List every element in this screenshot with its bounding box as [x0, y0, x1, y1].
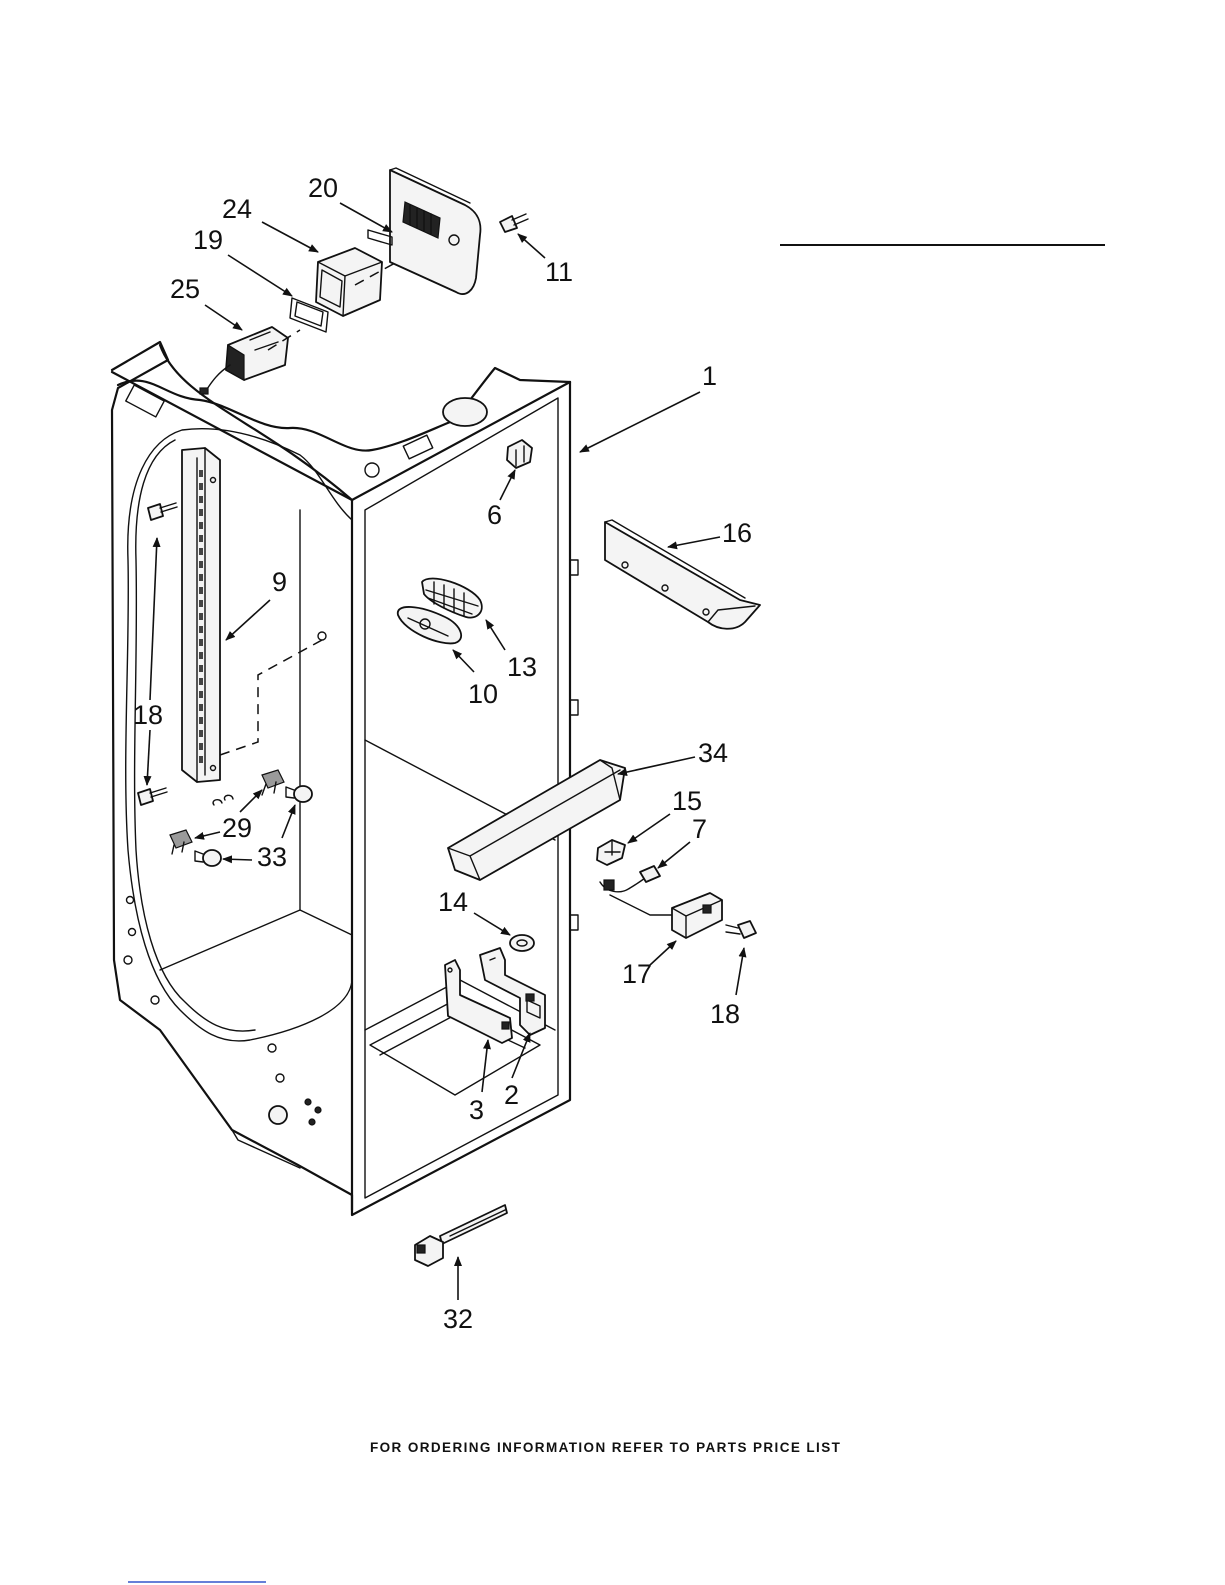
screw-part-18-lower: [138, 788, 167, 805]
cable-tie-part-32: [415, 1205, 507, 1266]
rail-slot: [199, 717, 203, 724]
callout-29: 29: [222, 813, 252, 843]
callout-7: 7: [692, 814, 707, 844]
callout-34: 34: [698, 738, 728, 768]
callout-33: 33: [257, 842, 287, 872]
grommet-part-14: [510, 935, 534, 951]
callout-20: 20: [308, 173, 338, 203]
callout-15: 15: [672, 786, 702, 816]
light-socket-part-29-lower: [170, 830, 192, 854]
damper-control-part-25: [200, 327, 300, 394]
rail-slot: [199, 587, 203, 594]
rail-slot: [199, 574, 203, 581]
light-bulb-part-33-lower: [195, 850, 221, 866]
callout-9: 9: [272, 567, 287, 597]
rail-slot: [199, 535, 203, 542]
air-duct-part-24: [316, 248, 395, 316]
rail-slot: [199, 756, 203, 763]
rail-slot: [199, 626, 203, 633]
wire-harness-part-7: [600, 866, 660, 892]
switch-part-17: [610, 893, 722, 938]
rail-slot: [199, 600, 203, 607]
rail-slot: [199, 483, 203, 490]
light-bulb-part-33-upper: [286, 786, 312, 802]
rail-slot: [199, 691, 203, 698]
rail-slot: [199, 730, 203, 737]
rail-slot: [199, 561, 203, 568]
rail-slot: [199, 665, 203, 672]
rail-slot: [199, 704, 203, 711]
footer-note: FOR ORDERING INFORMATION REFER TO PARTS …: [370, 1440, 841, 1455]
rail-slot: [199, 743, 203, 750]
light-socket-part-29-upper: [262, 770, 284, 795]
callout-6: 6: [487, 500, 502, 530]
rail-slot: [199, 652, 203, 659]
callout-10: 10: [468, 679, 498, 709]
callout-3: 3: [469, 1095, 484, 1125]
rail-slot: [199, 522, 203, 529]
screw-part-11: [500, 214, 528, 232]
bracket-part-15: [597, 840, 625, 865]
callout-32: 32: [443, 1304, 473, 1334]
callout-1: 1: [702, 361, 717, 391]
callout-2: 2: [504, 1080, 519, 1110]
rail-slot: [199, 613, 203, 620]
callout-14: 14: [438, 887, 468, 917]
rail-slot: [199, 678, 203, 685]
rail-slot: [199, 639, 203, 646]
screw-part-18-right: [726, 921, 756, 938]
callout-17: 17: [622, 959, 652, 989]
callout-11: 11: [545, 257, 573, 287]
housing-cover-part-20: [368, 168, 480, 294]
callout-19: 19: [193, 225, 223, 255]
callout-24: 24: [222, 194, 252, 224]
rail-slot: [199, 548, 203, 555]
clip-part-6: [507, 440, 532, 468]
callout-18-left: 18: [133, 700, 163, 730]
callout-25: 25: [170, 274, 200, 304]
callout-18-right: 18: [710, 999, 740, 1029]
channel-part-34: [448, 760, 625, 880]
rail-slot: [199, 509, 203, 516]
callout-16: 16: [722, 518, 752, 548]
rail-slot: [199, 496, 203, 503]
rail-slot: [199, 470, 203, 477]
callout-13: 13: [507, 652, 537, 682]
screw-part-18-upper: [148, 503, 177, 520]
